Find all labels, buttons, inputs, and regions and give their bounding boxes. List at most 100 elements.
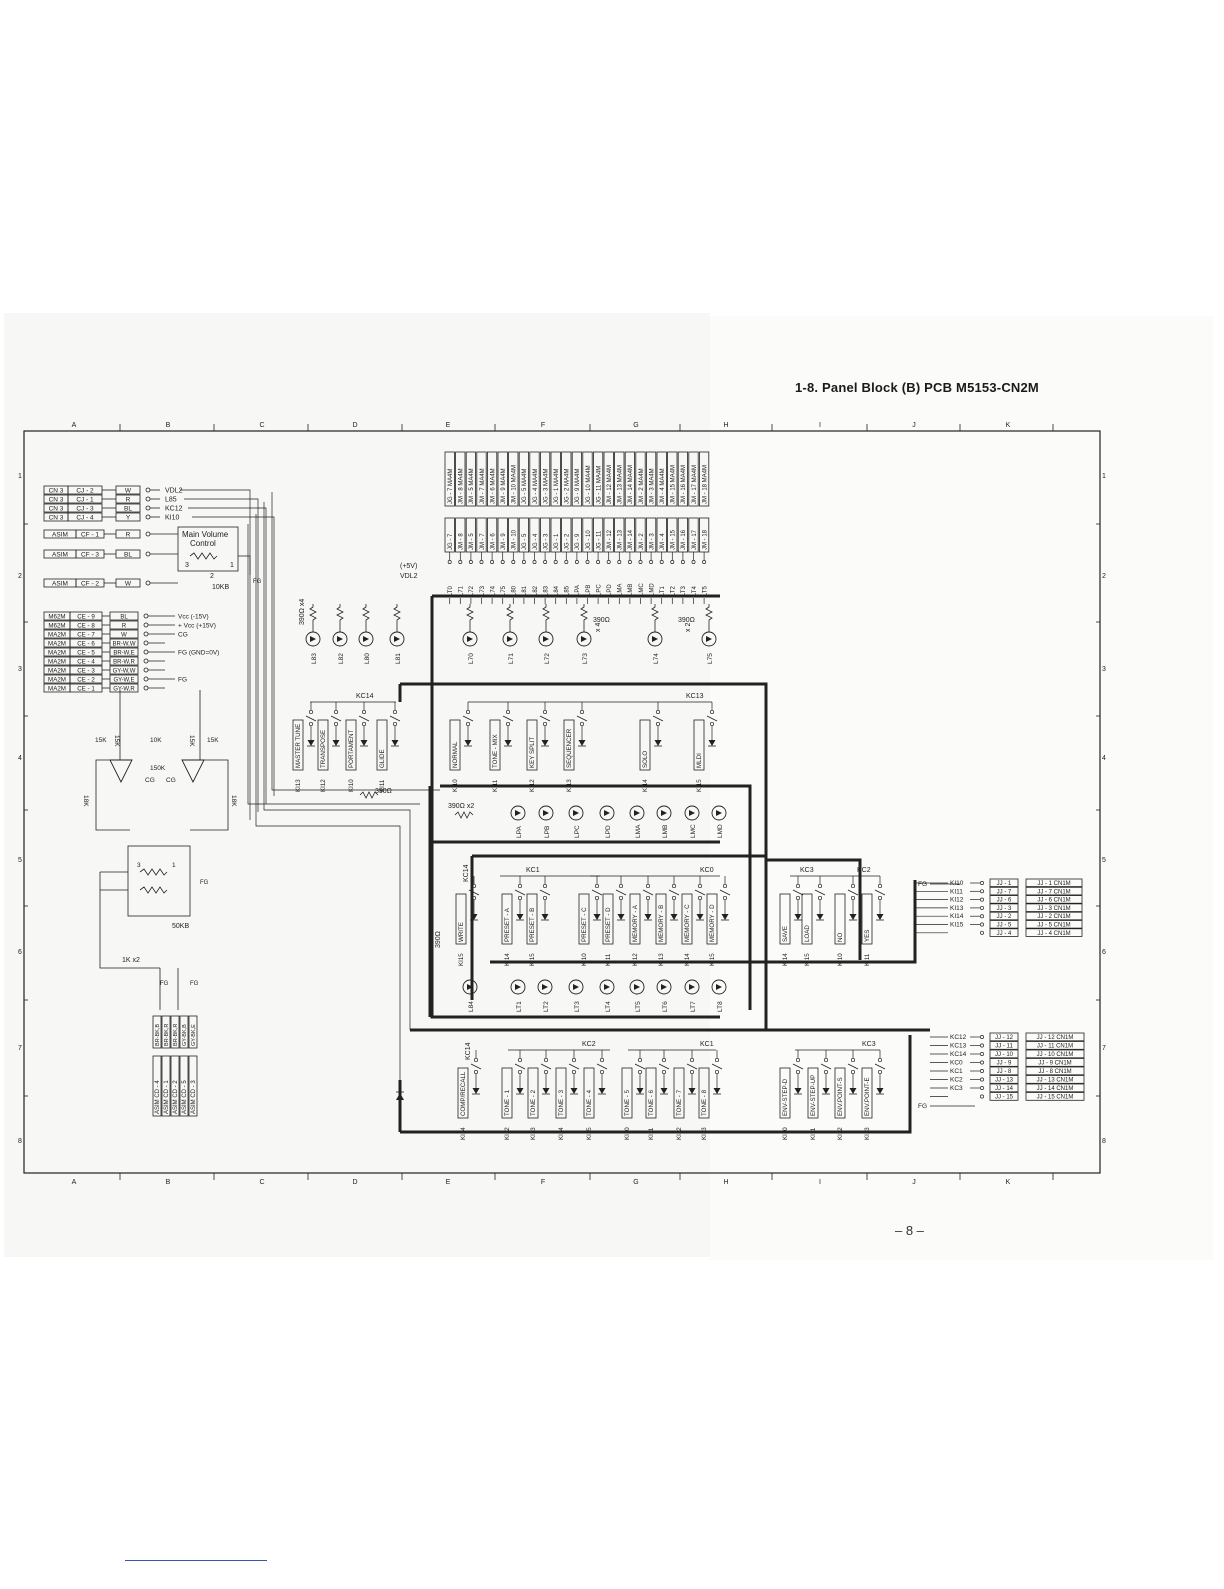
connector-box	[989, 1092, 1019, 1101]
key-label: NORMAL	[452, 741, 459, 768]
terminal	[564, 560, 569, 564]
switch-lever	[847, 1063, 859, 1070]
connector-label: ASIM CD - 2	[173, 1080, 179, 1114]
terminal	[980, 930, 984, 935]
switch-contact	[697, 895, 703, 901]
key-label: MEMORY - A	[632, 904, 639, 942]
switch-contact	[645, 895, 651, 901]
terminal	[702, 560, 707, 564]
connector-label: MA2M	[48, 641, 66, 648]
resistor-symbol	[362, 604, 370, 623]
diode-symbol	[332, 740, 340, 746]
diode-symbol	[598, 1088, 606, 1094]
connector-pin: CF - 2	[81, 581, 99, 588]
switch-contact	[850, 895, 856, 901]
kc-label: KC0	[700, 867, 714, 874]
connector-pin: CJ - 2	[76, 488, 94, 495]
switch-contact	[473, 1057, 479, 1063]
key-input-label: KI15	[586, 1127, 593, 1140]
key-label: TONE - 1	[504, 1089, 511, 1116]
connector-pin: CE - 2	[77, 677, 95, 684]
diode-symbol	[849, 914, 857, 920]
terminal	[479, 560, 484, 564]
net-label: LT4	[692, 585, 698, 596]
terminal	[521, 560, 526, 564]
switch-contact	[517, 1057, 523, 1063]
diode-symbol	[391, 740, 399, 746]
connector-box	[1025, 1049, 1085, 1059]
net-label: LT5	[702, 585, 708, 596]
supply-label: VDL2	[400, 573, 418, 580]
bus-line	[490, 880, 917, 964]
bus-line	[440, 784, 752, 1010]
resistor-label: 10K	[150, 737, 162, 744]
key-label: TONE - 6	[648, 1089, 655, 1116]
diode-symbol	[470, 914, 478, 920]
column-label: F	[541, 422, 545, 429]
switch-contact	[661, 1069, 667, 1075]
key-label: PORTAMENT	[348, 730, 355, 768]
column-label: H	[723, 422, 728, 429]
connector-box	[465, 451, 477, 507]
switch-lever	[668, 889, 680, 896]
led-indicator	[599, 805, 615, 821]
key-input-label: KI10	[452, 779, 459, 792]
switch-contact	[671, 883, 677, 889]
resistor-symbol	[393, 604, 401, 623]
net-label: FG	[178, 677, 187, 684]
key-input-label: KI10	[837, 953, 844, 966]
key-label-box	[376, 719, 388, 771]
connector-box	[593, 451, 604, 507]
switch-contact	[465, 709, 471, 715]
connector-box	[550, 451, 561, 507]
net-label: VDL2	[165, 488, 183, 495]
connector-box	[989, 920, 1019, 929]
led-symbol	[716, 984, 722, 990]
switch-contact	[850, 883, 856, 889]
wire-color: BR-BK,R	[164, 1024, 170, 1046]
connector-label: JM - 5 MA4M	[469, 468, 475, 504]
connector-box	[677, 451, 689, 507]
key-label-box	[807, 1067, 819, 1119]
diode-symbol	[794, 1088, 802, 1094]
net-label: L73	[480, 585, 486, 596]
net-label: LMC	[639, 583, 645, 596]
led-label: L70	[468, 653, 475, 664]
switch-lever	[820, 1063, 832, 1070]
connector-box	[989, 1083, 1019, 1093]
connector-label: JG - 7 MA4M	[448, 469, 454, 504]
switch-lever	[719, 889, 731, 896]
key-label-box	[455, 893, 467, 945]
led-label: L72	[544, 653, 551, 664]
wire-color-box	[179, 1015, 189, 1049]
key-input-label: KI11	[492, 779, 499, 792]
switch-contact	[714, 1057, 720, 1063]
switch-contact	[517, 883, 523, 889]
led-symbol	[507, 636, 513, 642]
wire-color: BL	[120, 615, 128, 621]
connector-box	[179, 1055, 189, 1117]
connector-pin: CJ - 3	[76, 506, 94, 513]
connector-box	[571, 451, 583, 507]
connector-label: JJ - 5 CN1M	[1037, 923, 1070, 929]
connector-box	[529, 451, 540, 507]
connector-pin: CJ - 4	[76, 515, 94, 522]
connector-pin: JM - 2	[639, 533, 645, 550]
connector-pin: JG - 10	[586, 530, 592, 550]
switch-contact	[571, 1057, 577, 1063]
connector-label: JG - 4 MA4M	[533, 469, 539, 504]
switch-contact	[722, 883, 728, 889]
wire-color: BR-W,E	[113, 651, 134, 657]
key-label: LOAD	[804, 925, 811, 942]
switch-contact	[542, 883, 548, 889]
resistor-symbol	[359, 791, 379, 799]
switch-contact	[823, 1057, 829, 1063]
connector-box	[989, 1049, 1019, 1059]
led-indicator	[656, 979, 672, 995]
row-label: 1	[18, 473, 22, 480]
terminal	[543, 560, 548, 564]
switch-contact	[308, 721, 314, 727]
diode-symbol	[794, 914, 802, 920]
column-label: I	[819, 422, 821, 429]
diode-symbol	[541, 914, 549, 920]
